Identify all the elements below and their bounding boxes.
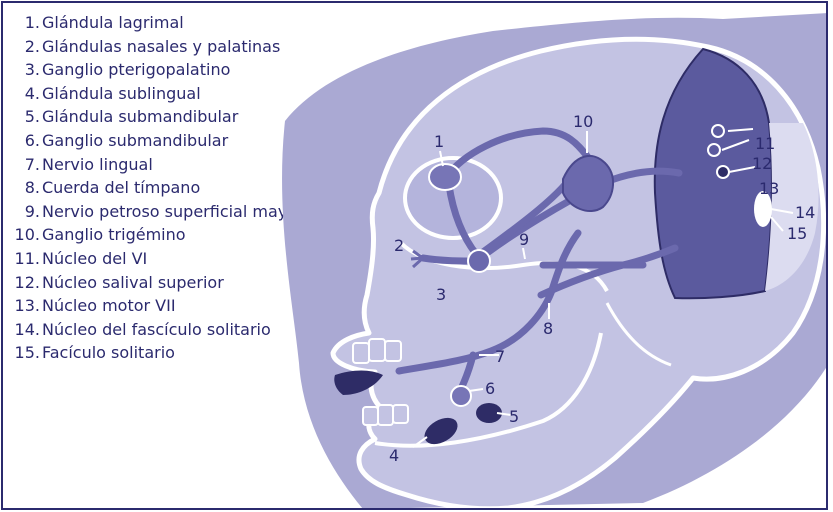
callout-10: 10 xyxy=(573,112,593,131)
callout-7: 7 xyxy=(495,347,505,366)
callout-13: 13 xyxy=(759,179,779,198)
pterygopalatine-ganglion xyxy=(468,250,490,272)
submandibular-ganglion xyxy=(451,386,471,406)
upper-teeth xyxy=(353,339,401,363)
callout-9: 9 xyxy=(519,230,529,249)
callout-12: 12 xyxy=(752,154,772,173)
callout-2: 2 xyxy=(394,236,404,255)
callout-15: 15 xyxy=(787,224,807,243)
callout-5: 5 xyxy=(509,407,519,426)
callout-11: 11 xyxy=(755,134,775,153)
lower-teeth xyxy=(363,405,408,425)
facial-motor-nucleus xyxy=(717,166,729,178)
callout-8: 8 xyxy=(543,319,553,338)
callout-6: 6 xyxy=(485,379,495,398)
skull-illustration: 1 2 3 4 5 6 7 8 9 10 11 12 13 14 15 xyxy=(3,3,828,510)
callout-14: 14 xyxy=(795,203,815,222)
lacrimal-gland xyxy=(429,164,461,190)
callout-3: 3 xyxy=(436,285,446,304)
callout-4: 4 xyxy=(389,446,399,465)
callout-1: 1 xyxy=(434,132,444,151)
